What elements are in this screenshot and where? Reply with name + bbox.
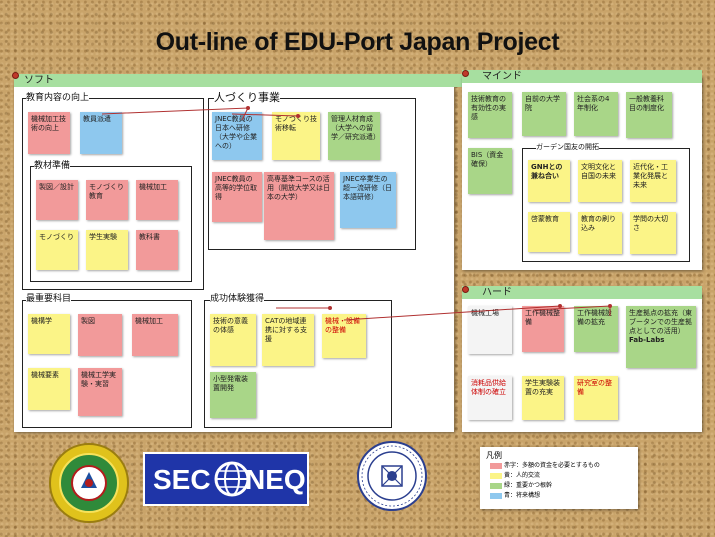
page-title: Out-line of EDU-Port Japan Project bbox=[155, 28, 560, 56]
sticky-note: モノづくり教育 bbox=[86, 180, 128, 220]
sticky-note: 生産拠点の拡充（東ブータンでの生産拠点としての活用） Fab-Labs bbox=[626, 306, 696, 368]
legend-row: 青：将来構想 bbox=[490, 492, 540, 500]
legend-swatch bbox=[490, 462, 502, 469]
sticky-note: 学生実験装置の充実 bbox=[522, 376, 564, 420]
sticky-note: 管理人材育成（大学への留学／研究派遣） bbox=[328, 112, 380, 160]
materials-group-label: 教材準備 bbox=[34, 161, 71, 171]
school-emblem-logo bbox=[49, 443, 129, 523]
connector-dot bbox=[296, 114, 300, 118]
mind-banner: マインド bbox=[462, 70, 702, 83]
curriculum-group-label: 教育内容の向上 bbox=[26, 93, 90, 103]
pin bbox=[462, 70, 469, 77]
curriculum-group bbox=[22, 98, 204, 290]
connector-line bbox=[231, 113, 299, 117]
pin bbox=[462, 286, 469, 293]
legend-row: 緑：重要かつ根幹 bbox=[490, 482, 552, 490]
hard-banner: ハード bbox=[462, 286, 702, 299]
sticky-note: 工作機械設備の拡充 bbox=[574, 306, 618, 352]
sticky-note: モノづくり技術移転 bbox=[272, 112, 320, 160]
connector-dot bbox=[558, 304, 562, 308]
sticky-note: 技術の意義の体感 bbox=[210, 314, 256, 366]
sticky-note: GNHとの兼ね合い bbox=[528, 160, 570, 202]
sticky-note: 文明文化と自国の未来 bbox=[578, 160, 622, 202]
sticky-note: 高専基準コースの活用（開放大学又は日本の大学） bbox=[264, 172, 334, 240]
sticky-note: 研究室の整備 bbox=[574, 376, 618, 420]
sticky-note: 製図 bbox=[78, 314, 122, 356]
globe-icon bbox=[214, 461, 250, 497]
sticky-note: 教員派遣 bbox=[80, 112, 122, 154]
university-seal-logo bbox=[357, 441, 427, 511]
legend-text: 赤字：多額の資金を必要とするもの bbox=[504, 462, 600, 469]
sticky-note: 機械加工 bbox=[132, 314, 178, 356]
sticky-note: 機構学 bbox=[28, 314, 70, 354]
legend-text: 黄：人的交流 bbox=[504, 472, 541, 479]
hr-group-label: 人づくり事業 bbox=[214, 91, 280, 104]
legend-title: 凡例 bbox=[486, 451, 502, 460]
sticky-note: 機械工場 bbox=[468, 306, 512, 354]
priority-group bbox=[22, 300, 192, 428]
priority-group-label: 最重要科目 bbox=[26, 294, 72, 304]
sticky-note: JNEC卒業生の超一流研修（日本語研修） bbox=[340, 172, 396, 228]
legend-row: 黄：人的交流 bbox=[490, 472, 540, 480]
pin bbox=[12, 72, 19, 79]
legend-text: 青：将来構想 bbox=[504, 492, 541, 499]
sticky-note: 教育の刷り込み bbox=[578, 212, 622, 254]
sticky-note: 機械・設備の整備 bbox=[322, 314, 366, 358]
sticky-note: 近代化・工業化発展と未来 bbox=[630, 160, 676, 202]
sticky-note: 小型発電装置開発 bbox=[210, 372, 256, 418]
sticky-note: 啓蒙教育 bbox=[528, 212, 570, 252]
sticky-note: 機械工学実験・実習 bbox=[78, 368, 122, 416]
connector-line bbox=[343, 305, 561, 321]
sticky-note: 工作機械整備 bbox=[522, 306, 564, 352]
soft-banner: ソフト bbox=[14, 74, 464, 87]
sticky-note: 学生実験 bbox=[86, 230, 128, 270]
sticky-note: 機械加工技術の向上 bbox=[28, 112, 70, 154]
connector-dot bbox=[246, 106, 250, 110]
sticky-note: 機械要素 bbox=[28, 368, 70, 410]
note-subtext: Fab-Labs bbox=[629, 336, 665, 344]
gplan-group bbox=[522, 148, 690, 262]
success-group bbox=[204, 300, 392, 428]
sticky-note: 社会系の4年制化 bbox=[574, 92, 618, 136]
sticky-note: CATの地域連携に対する支援 bbox=[262, 314, 314, 366]
connector-dot bbox=[608, 304, 612, 308]
sticky-note: 技術教育の有効性の実感 bbox=[468, 92, 512, 138]
seconeq-logo-right: NEQ bbox=[245, 464, 306, 495]
legend-swatch bbox=[490, 492, 502, 499]
seconeq-logo-left: SEC bbox=[153, 464, 211, 495]
sticky-note: 一般教養科目の制度化 bbox=[626, 92, 672, 138]
sticky-note: 製図／設計 bbox=[36, 180, 78, 220]
sticky-note: JNEC教員の高等的学位取得 bbox=[212, 172, 262, 222]
legend-swatch bbox=[490, 472, 502, 479]
seconeq-logo: SEC NEQ bbox=[143, 452, 309, 506]
materials-group bbox=[30, 166, 192, 282]
legend-text: 緑：重要かつ根幹 bbox=[504, 482, 553, 489]
connector-line bbox=[533, 305, 611, 316]
success-group-label: 成功体験獲得 bbox=[210, 294, 265, 304]
sticky-note: 消耗品供給体制の確立 bbox=[468, 376, 512, 420]
hr-group bbox=[208, 98, 416, 250]
sticky-note: 教科書 bbox=[136, 230, 178, 270]
sticky-note: 自前の大学院 bbox=[522, 92, 566, 136]
sticky-note: BIS（資金確保） bbox=[468, 148, 512, 194]
sticky-note: モノづくり bbox=[36, 230, 78, 270]
connector-dot bbox=[328, 306, 332, 310]
note-text: 生産拠点の拡充（東ブータンでの生産拠点としての活用） bbox=[629, 309, 692, 335]
legend-swatch bbox=[490, 482, 502, 489]
sticky-note: 機械加工 bbox=[136, 180, 178, 220]
legend: 凡例 赤字：多額の資金を必要とするもの 黄：人的交流 緑：重要かつ根幹 青：将来… bbox=[480, 447, 638, 509]
sticky-note: 学問の大切さ bbox=[630, 212, 676, 254]
connector-line bbox=[101, 107, 249, 121]
legend-row: 赤字：多額の資金を必要とするもの bbox=[490, 462, 600, 470]
gplan-group-label: ガーデン国友の開拓 bbox=[536, 143, 599, 152]
sticky-note: JNEC教員の日本へ研修（大学や企業への） bbox=[212, 112, 262, 160]
